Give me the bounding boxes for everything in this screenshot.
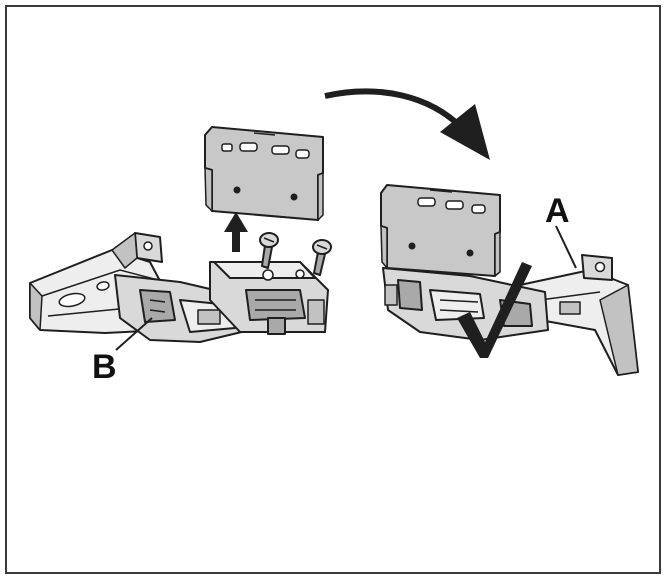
mounting-plate-installed <box>380 184 501 277</box>
hinge-base-arm-right <box>519 269 639 376</box>
label-b: B <box>92 348 117 386</box>
hinge-mount-tab-left <box>111 232 163 269</box>
checkmark-icon <box>457 262 532 358</box>
hinge-body-right <box>382 267 549 341</box>
leader-line-a <box>555 225 577 269</box>
label-a: A <box>545 192 570 230</box>
mounting-plate-detached <box>204 126 324 221</box>
screw-left-2 <box>312 239 332 276</box>
callout-b: B <box>92 317 153 386</box>
screw-left-1 <box>259 232 279 269</box>
left-hinge-assembly <box>29 126 332 343</box>
up-arrow-icon <box>224 212 248 252</box>
hinge-cup-left <box>209 261 329 335</box>
curved-arrow-icon <box>324 88 490 160</box>
leader-line-b <box>115 317 153 351</box>
hinge-mount-tab-right <box>581 254 613 281</box>
right-hinge-assembly <box>380 184 639 376</box>
callout-a: A <box>545 192 577 269</box>
